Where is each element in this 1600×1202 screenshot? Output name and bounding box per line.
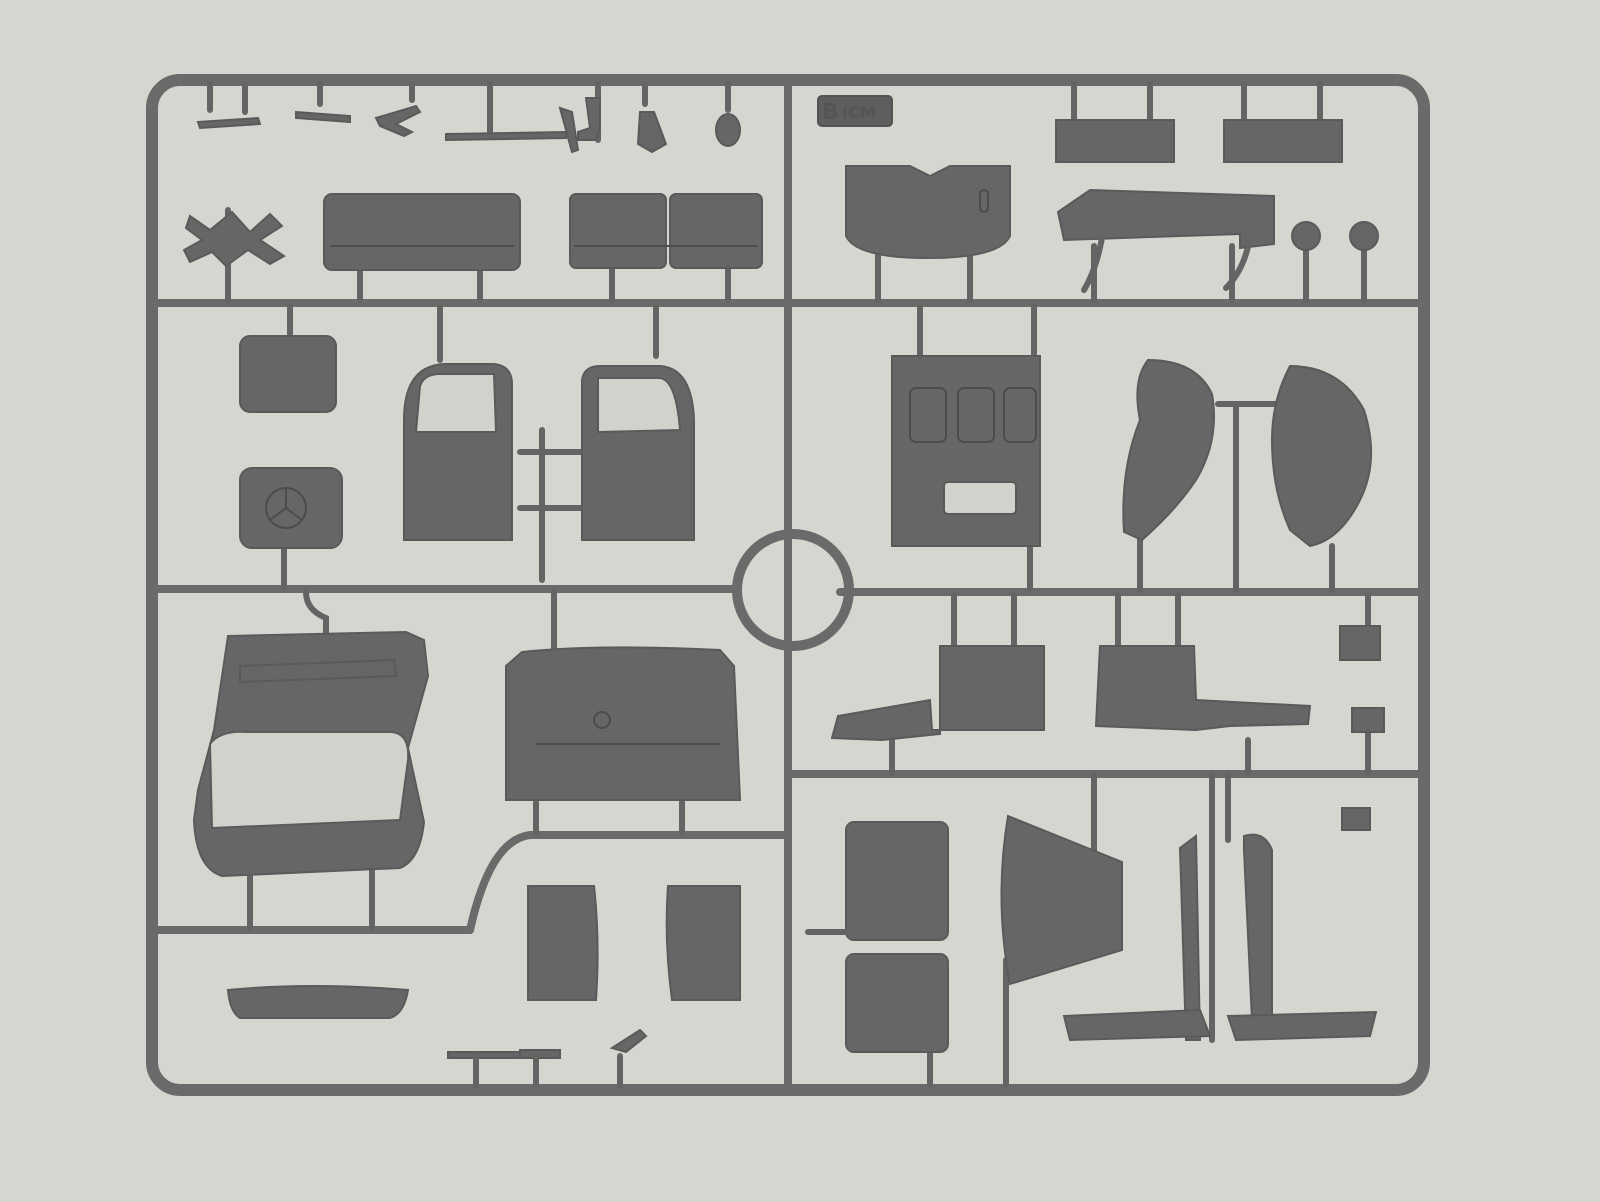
parts-lower-right-block <box>805 593 1385 1089</box>
small-parts-top-left <box>196 81 741 154</box>
exhaust-pipe-left <box>1178 834 1202 1041</box>
runner-center-ring <box>732 529 854 651</box>
sprue-code-label: B <box>822 100 839 125</box>
headlight-left <box>1291 221 1321 251</box>
firewall-panel <box>891 355 1041 547</box>
door-window-left <box>414 373 498 433</box>
door-window-right <box>597 377 682 434</box>
parts-lower-left-block <box>192 589 742 1089</box>
panel-top-right-2 <box>1223 119 1343 163</box>
bumper-lower-left <box>226 985 410 1019</box>
parts-top-left-block <box>182 193 763 303</box>
door-panel-lower-2 <box>845 953 949 1053</box>
parts-top-right-block: B ICM <box>817 81 1379 303</box>
seat-cushion-right <box>669 193 763 269</box>
parts-middle-right-block <box>891 303 1373 593</box>
headlight-right <box>1349 221 1379 251</box>
fender-left <box>1122 358 1215 542</box>
engine-block-right <box>1094 645 1312 732</box>
plate-mid-left-2 <box>239 467 343 549</box>
sprue-code-plate <box>817 95 893 127</box>
exhaust-pipe-right <box>1243 833 1273 1021</box>
parts-middle-left-block <box>239 303 695 589</box>
bumper-lower-right <box>1062 1008 1378 1042</box>
panel-top-right-1 <box>1055 119 1175 163</box>
floor-panel-top <box>1056 188 1275 250</box>
dashboard-panel <box>505 646 742 801</box>
dashboard-top <box>845 165 1011 260</box>
sprue-code-plate-text: ICM <box>842 103 876 122</box>
grille-right <box>665 885 741 1001</box>
seat-cushion-center <box>569 193 667 269</box>
engine-block-left <box>830 645 1045 742</box>
plate-mid-left-1 <box>239 335 337 413</box>
runner-curved-lower-left <box>466 831 790 934</box>
seat-cushion-left <box>323 193 521 271</box>
grille-left <box>527 885 599 1001</box>
door-panel-lower-1 <box>845 821 949 941</box>
hood-cone <box>1000 814 1123 986</box>
fender-right <box>1270 364 1373 548</box>
